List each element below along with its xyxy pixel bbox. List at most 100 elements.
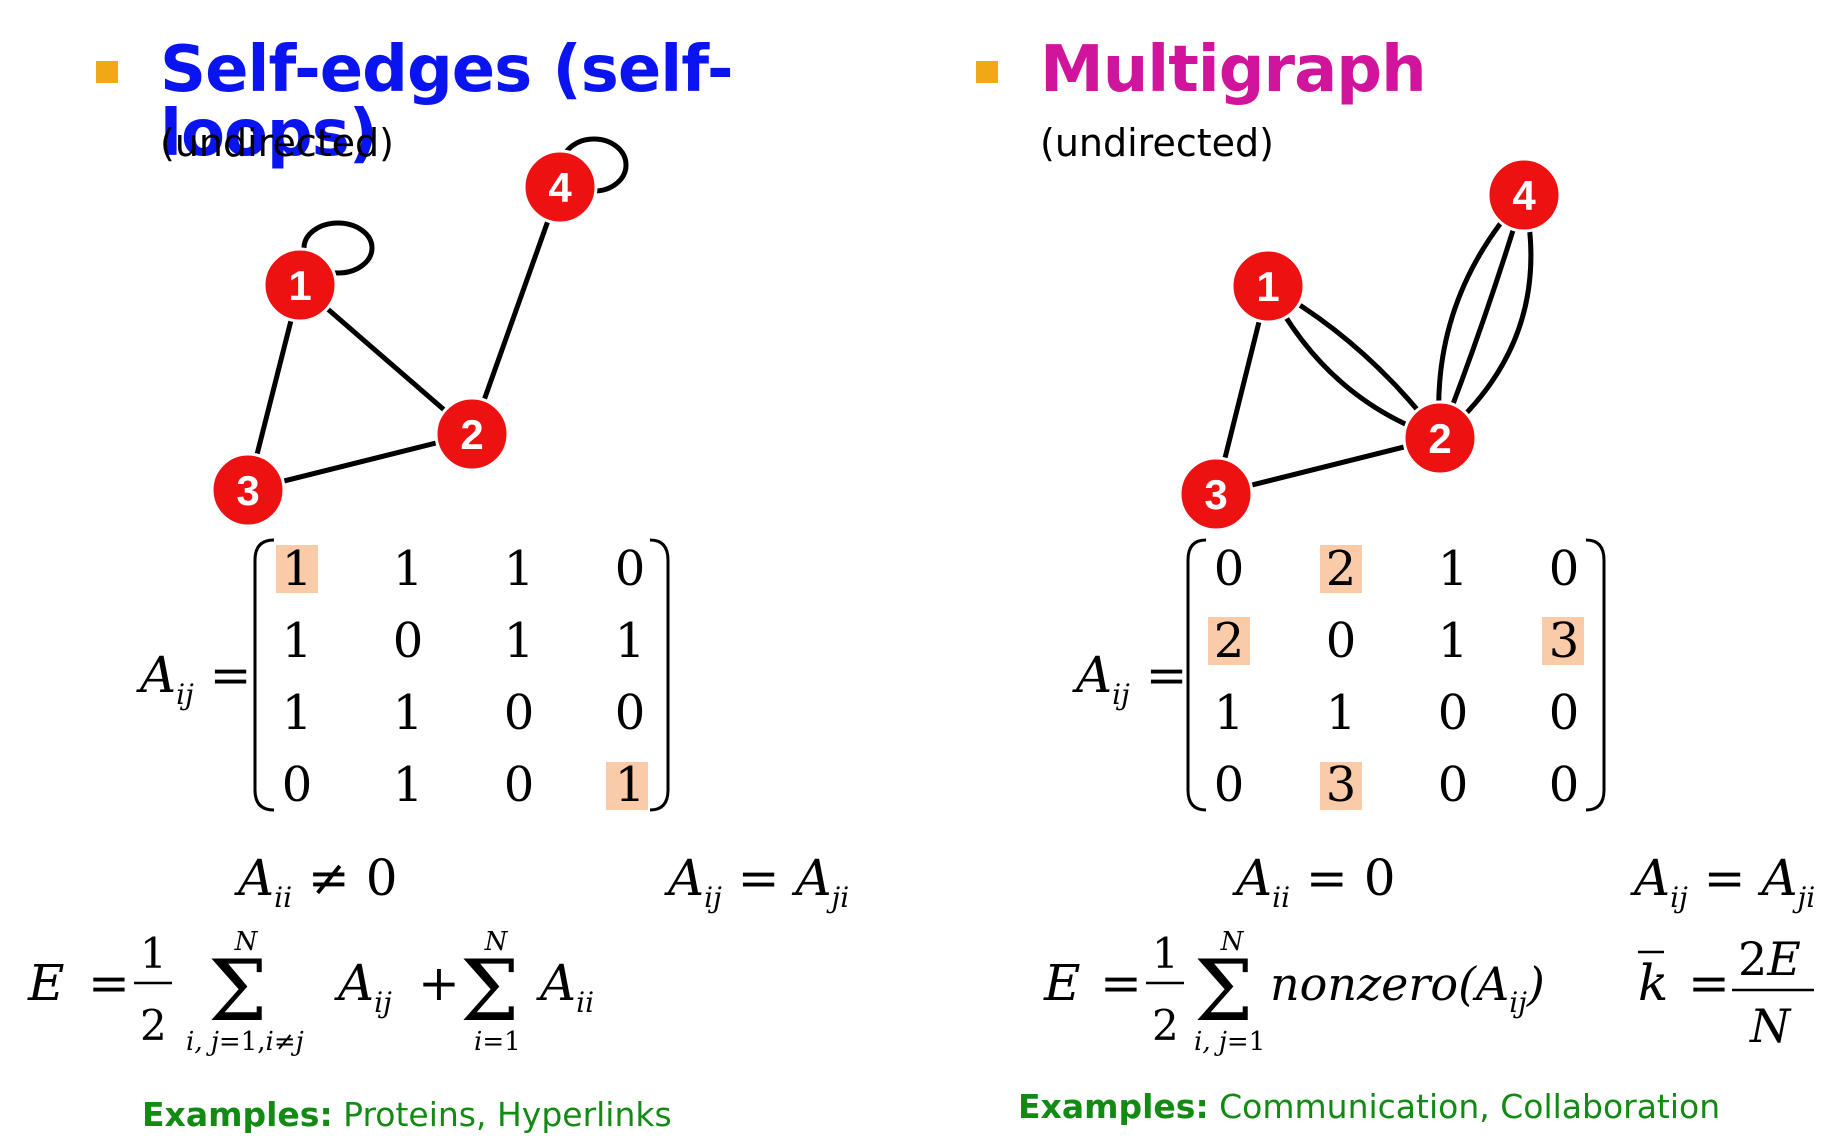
node-label: 4 xyxy=(1512,172,1536,219)
svg-text:i=1: i=1 xyxy=(474,1027,521,1057)
matrix-cell: 1 xyxy=(615,613,646,669)
bullet-square-icon xyxy=(96,61,118,83)
edge-2-4 xyxy=(469,186,563,435)
matrix-cell: 1 xyxy=(282,613,313,669)
panel-subtitle: (undirected) xyxy=(1040,121,1274,165)
equation-aii: Aii ≠ 0 xyxy=(234,849,398,914)
svg-text:k: k xyxy=(1638,954,1668,1012)
matrix-cell: 1 xyxy=(393,757,424,813)
svg-text:Σ: Σ xyxy=(1194,942,1253,1040)
matrix-cell: 0 xyxy=(504,757,535,813)
node-4: 4 xyxy=(1486,157,1562,233)
matrix-cell: 0 xyxy=(615,685,646,741)
matrix-cell: 0 xyxy=(615,541,646,597)
svg-text:2: 2 xyxy=(140,1001,167,1050)
node-4: 4 xyxy=(522,149,598,225)
matrix-cell: 0 xyxy=(393,613,424,669)
matrix-cell: 1 xyxy=(282,685,313,741)
right-paren xyxy=(649,538,670,812)
matrix-cell: 2 xyxy=(1214,613,1245,669)
node-label: 2 xyxy=(1428,415,1451,462)
multigraph-and-math: 1 2 3 4 Aij = 0 2 xyxy=(1043,157,1815,1057)
highlight-cell xyxy=(276,545,318,593)
svg-text:Σ: Σ xyxy=(208,942,267,1040)
svg-text:Aij = Aji: Aij = Aji xyxy=(664,849,849,914)
matrix-cell: 0 xyxy=(282,757,313,813)
matrix-cell: 0 xyxy=(1214,757,1245,813)
adjacency-matrix: Aij = 1 1 1 0 1 0 1 1 1 1 0 0 0 1 0 1 xyxy=(136,538,670,813)
highlight-cell xyxy=(1542,617,1584,665)
equation-aii: Aii = 0 xyxy=(1232,849,1396,914)
adjacency-matrix: Aij = 0 2 1 0 2 0 1 3 1 1 0 0 0 3 0 0 xyxy=(1072,538,1606,813)
matrix-cell: 1 xyxy=(1438,541,1469,597)
node-1: 1 xyxy=(1230,248,1306,324)
graph-nodes: 1 2 3 4 xyxy=(210,149,598,528)
matrix-cell: 1 xyxy=(1326,685,1357,741)
highlight-cell xyxy=(1208,617,1250,665)
matrix-cell: 0 xyxy=(1438,685,1469,741)
svg-text:N: N xyxy=(234,927,259,957)
highlight-cell xyxy=(606,762,648,810)
node-2: 2 xyxy=(1402,400,1478,476)
node-label: 2 xyxy=(460,411,483,458)
svg-text:Aii ≠ 0: Aii ≠ 0 xyxy=(234,849,398,914)
matrix-cell: 1 xyxy=(393,541,424,597)
left-paren xyxy=(1186,538,1207,812)
node-3: 3 xyxy=(1178,456,1254,532)
svg-text:i, j=1: i, j=1 xyxy=(1194,1027,1265,1057)
self-edges-panel: Self-edges (self-loops) (undirected) 1 2 xyxy=(27,33,849,1134)
matrix-cell: 1 xyxy=(504,541,535,597)
bullet-square-icon xyxy=(976,61,998,83)
svg-text:Σ: Σ xyxy=(460,942,519,1040)
matrix-cell: 1 xyxy=(504,613,535,669)
svg-text:E: E xyxy=(1043,954,1081,1012)
matrix-cell: 3 xyxy=(1326,757,1357,813)
examples-label: Examples: xyxy=(142,1095,333,1134)
matrix-cell: 0 xyxy=(504,685,535,741)
matrix-cell: 1 xyxy=(615,757,646,813)
edge-count-formula: E = 1 2 Σ N i, j=1 nonzero(Aij) xyxy=(1043,927,1545,1057)
matrix-cell: 3 xyxy=(1549,613,1580,669)
svg-text:Aij: Aij xyxy=(334,954,392,1019)
node-label: 1 xyxy=(288,262,311,309)
highlight-cell xyxy=(1320,762,1362,810)
matrix-cell: 1 xyxy=(1214,685,1245,741)
svg-text:1: 1 xyxy=(1152,929,1179,978)
matrix-cell: 0 xyxy=(1326,613,1357,669)
examples-line: Examples: Communication, Collaboration xyxy=(1018,1090,1720,1123)
examples-text: Communication, Collaboration xyxy=(1208,1087,1721,1126)
node-label: 4 xyxy=(548,164,572,211)
node-label: 3 xyxy=(1204,471,1227,518)
graph-nodes: 1 2 3 4 xyxy=(1178,157,1562,532)
matrix-cell: 0 xyxy=(1549,685,1580,741)
matrix-cell: 0 xyxy=(1549,757,1580,813)
matrix-cell: 0 xyxy=(1438,757,1469,813)
svg-text:Aii = 0: Aii = 0 xyxy=(1232,849,1396,914)
edge-2-3 xyxy=(1215,435,1441,497)
node-label: 3 xyxy=(236,467,259,514)
equation-symmetry: Aij = Aji xyxy=(664,849,849,914)
matrix-cell: 2 xyxy=(1326,541,1357,597)
node-1: 1 xyxy=(262,247,338,323)
left-paren xyxy=(253,538,275,812)
svg-text:E: E xyxy=(27,954,65,1012)
svg-text:N: N xyxy=(484,927,509,957)
svg-text:i, j=1,i≠j: i, j=1,i≠j xyxy=(186,1027,304,1057)
graph-edges xyxy=(1213,193,1534,497)
matrix-lhs: Aij = xyxy=(136,646,252,711)
svg-text:+: + xyxy=(418,954,460,1012)
svg-text:nonzero(Aij): nonzero(Aij) xyxy=(1270,957,1545,1019)
svg-text:N: N xyxy=(1749,999,1792,1053)
svg-text:=: = xyxy=(88,954,130,1012)
panel-subtitle: (undirected) xyxy=(160,121,394,165)
self-loop-graph-and-math: 1 2 3 4 Aij = 1 1 1 xyxy=(27,136,849,1057)
panel-title: Self-edges (self-loops) xyxy=(160,33,734,171)
matrix-cell: 0 xyxy=(1214,541,1245,597)
svg-text:=: = xyxy=(1100,954,1142,1012)
highlight-cell xyxy=(1320,545,1362,593)
average-degree-formula: k = 2E N xyxy=(1638,932,1814,1053)
matrix-cell: 1 xyxy=(1438,613,1469,669)
node-label: 1 xyxy=(1256,263,1279,310)
svg-text:2: 2 xyxy=(1152,1001,1179,1050)
edge-count-formula: E = 1 2 Σ N i, j=1,i≠j Aij + Σ N i=1 Aii xyxy=(27,927,594,1057)
